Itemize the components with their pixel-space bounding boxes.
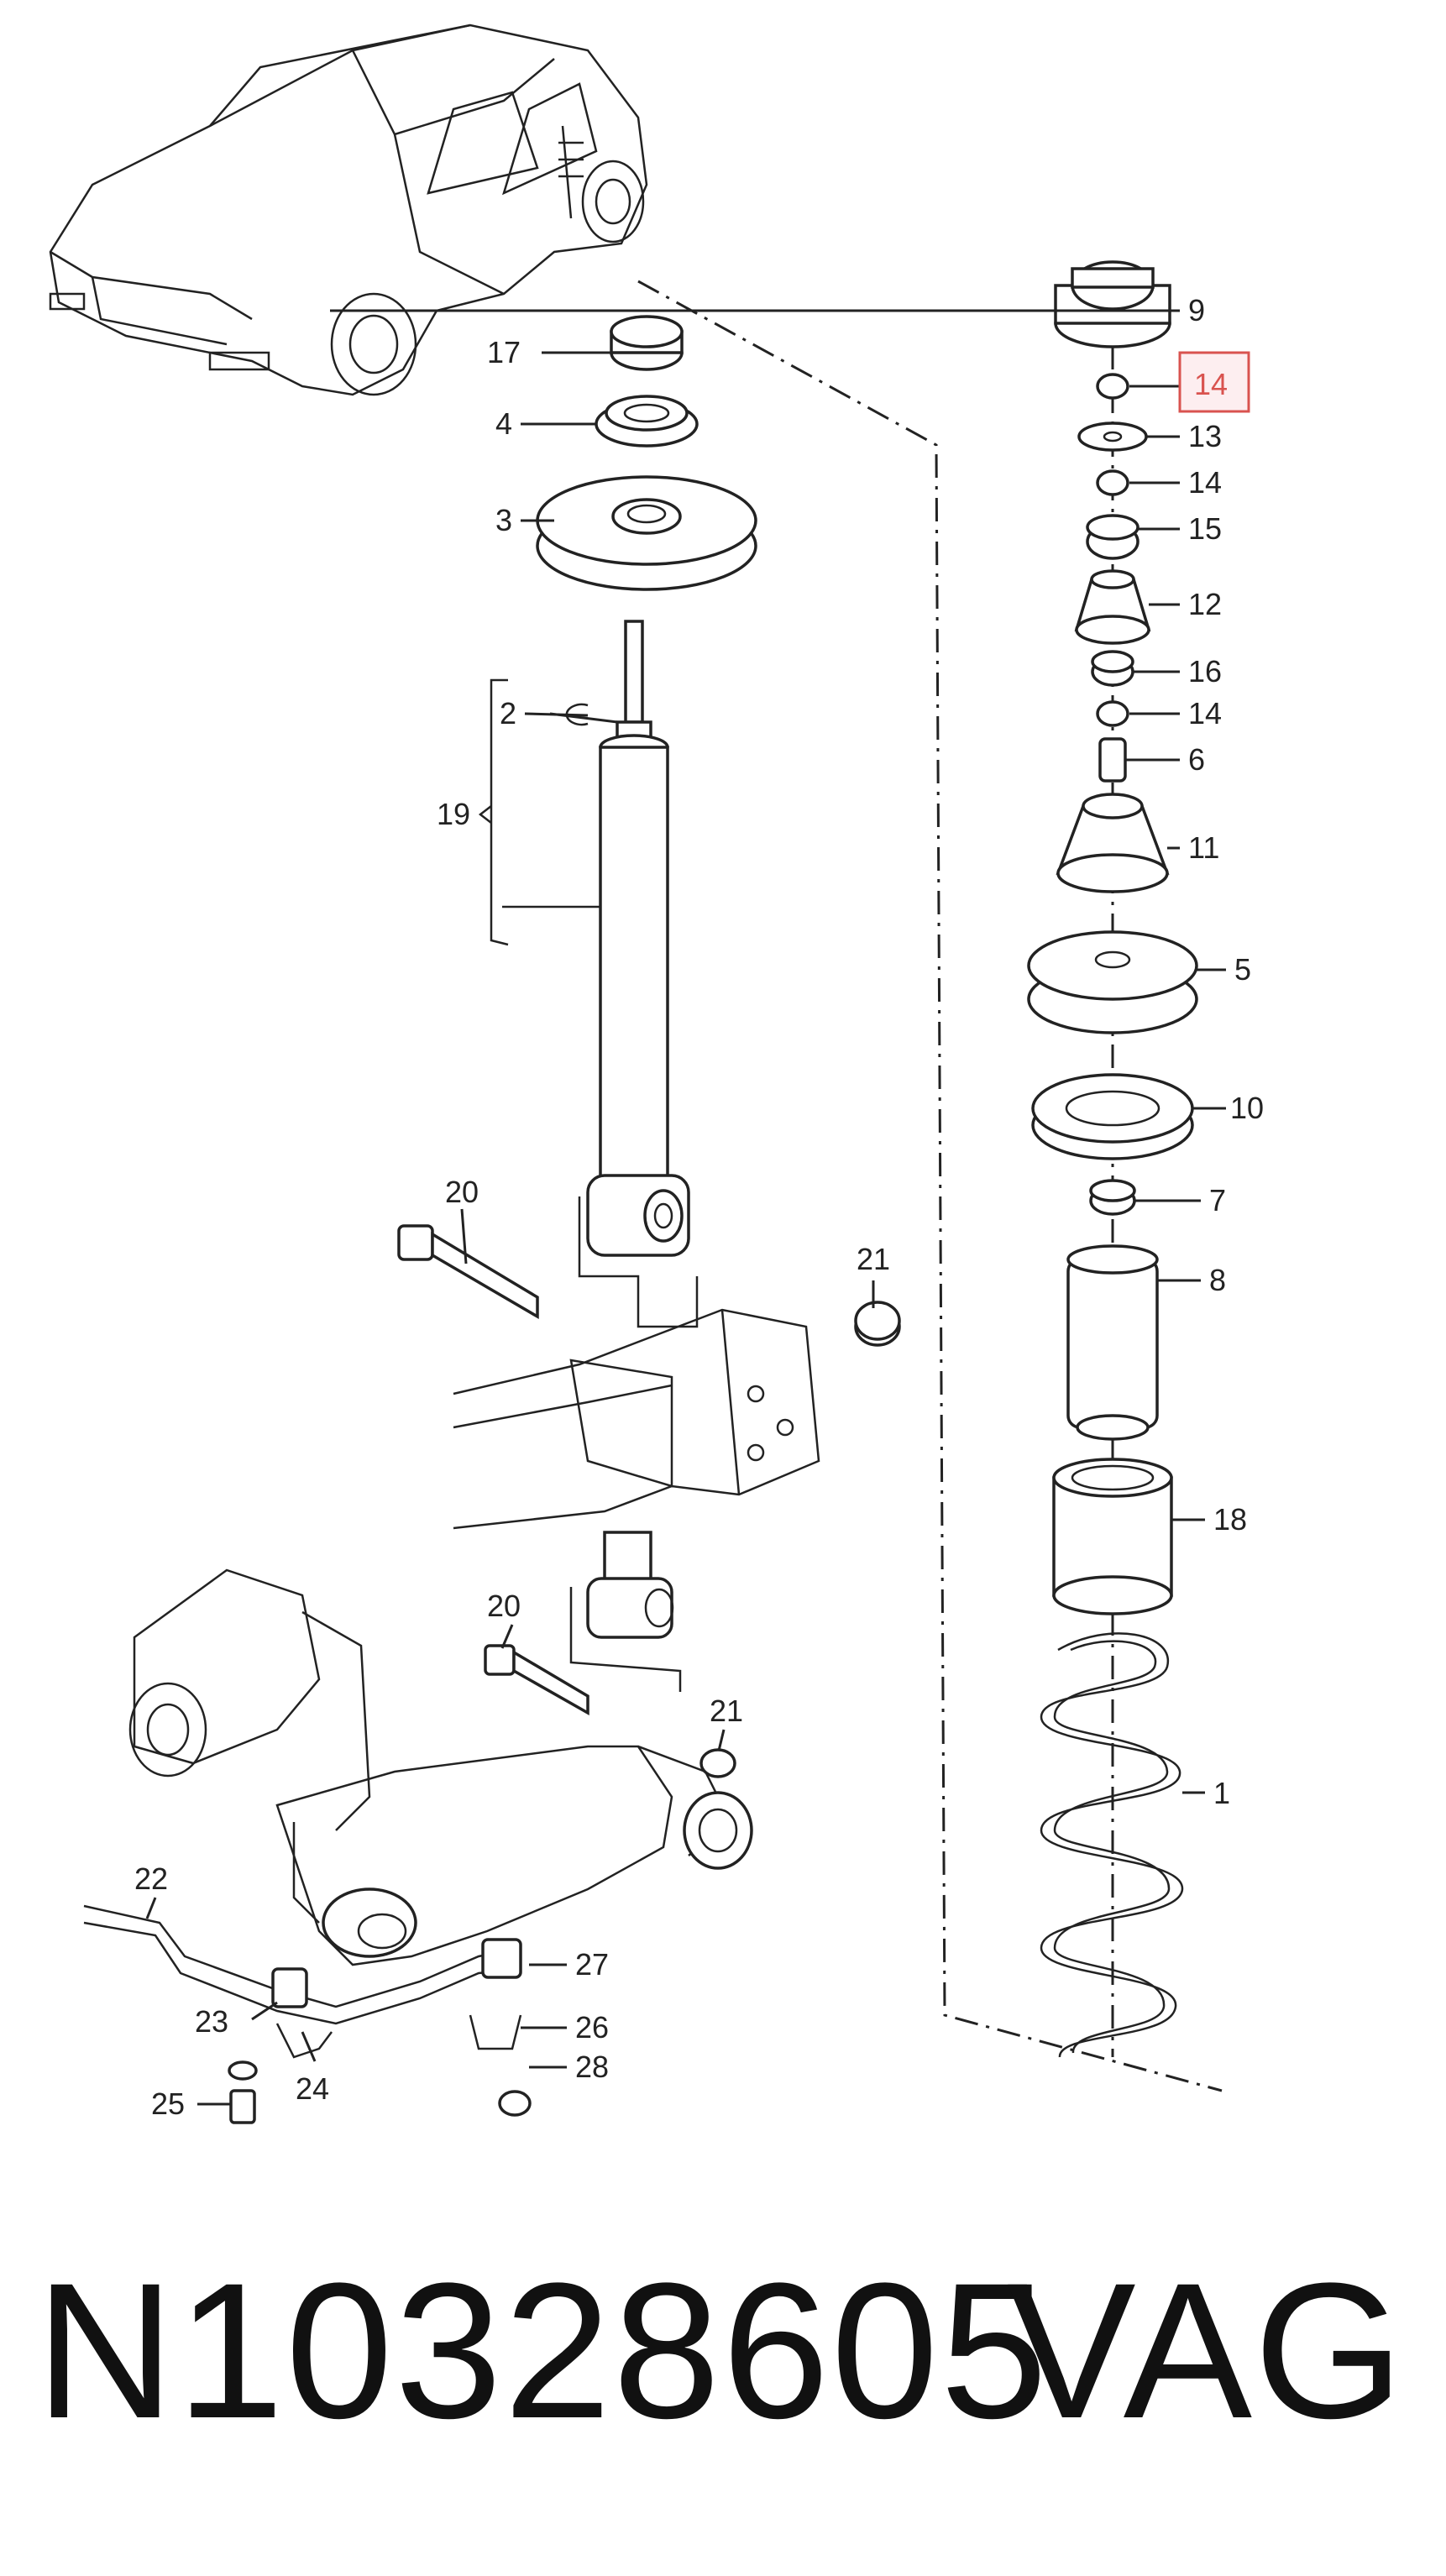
strut-mount-3 [536,475,757,591]
callout-28: 28 [575,2050,609,2084]
brand-label: VAG [1007,2243,1406,2458]
dust-cap-9 [1054,260,1171,348]
callout-20-lower: 20 [487,1589,521,1623]
callout-21-lower: 21 [710,1694,743,1728]
bushing-7 [1089,1179,1136,1216]
callout-5: 5 [1234,952,1251,987]
callout-12: 12 [1188,587,1222,621]
callout-16: 16 [1188,654,1222,689]
callout-25: 25 [151,2086,185,2121]
strut-bearing-4 [595,395,699,448]
callout-4: 4 [495,406,512,441]
callout-labels: 1 2 3 4 5 6 7 8 9 10 11 12 13 14 14 14 1… [134,293,1264,2121]
callout-3: 3 [495,503,512,537]
highlight-box [1178,351,1250,413]
shock-absorber [586,620,690,1257]
callout-14-lower: 14 [1188,696,1222,730]
callout-23: 23 [195,2004,228,2039]
rear-axle-beam [453,1196,820,1530]
callout-17: 17 [487,335,521,369]
callout-19: 19 [437,797,470,831]
callout-2: 2 [500,696,516,730]
callout-6: 6 [1188,742,1205,777]
center-strut-assembly [397,280,1223,2092]
callout-24: 24 [296,2071,329,2106]
callout-8: 8 [1209,1263,1226,1297]
part-number-label: N10328605 [35,2243,1050,2458]
callout-14-middle: 14 [1188,465,1222,500]
callout-13: 13 [1188,419,1222,453]
lower-arm-assembly [83,1531,753,2124]
callout-20-upper: 20 [445,1175,479,1209]
callout-15: 15 [1188,511,1222,546]
bump-buffer-8 [1066,1244,1159,1441]
bushing-15 [1086,514,1140,560]
callout-26: 26 [575,2010,609,2045]
bushing-16 [1091,650,1134,687]
coil-spring-1 [1040,1632,1184,2058]
protective-boot-18 [1052,1458,1173,1615]
callout-21-upper: 21 [857,1242,890,1276]
shock-absorber-bracket-19 [478,678,613,946]
exploded-parts-diagram: 1 2 3 4 5 6 7 8 9 10 11 12 13 14 14 14 1… [49,24,1264,2124]
spring-pad-10 [1031,1073,1194,1160]
callout-7: 7 [1209,1183,1226,1217]
washer-13 [1077,421,1148,452]
callout-1: 1 [1213,1776,1230,1810]
nut-14-top [1096,373,1129,400]
callout-9: 9 [1188,293,1205,327]
callout-27: 27 [575,1947,609,1982]
buffer-12 [1074,569,1151,645]
nut-21-upper [854,1301,901,1347]
car-illustration [49,24,648,396]
sleeve-6 [1098,737,1127,783]
callout-22: 22 [134,1861,168,1896]
nut-14-middle [1096,469,1129,496]
strut-top-nut-17 [610,315,684,371]
callout-11: 11 [1188,830,1219,865]
callout-10: 10 [1230,1091,1264,1125]
bump-stop-11 [1056,793,1170,893]
nut-14-lower [1096,700,1129,727]
leader-lines [145,309,1226,2106]
spring-strut-stack [1027,260,1198,2058]
bolt-20-upper [397,1224,539,1320]
spring-plate-5 [1027,930,1198,1034]
callout-14-highlighted: 14 [1194,367,1228,401]
callout-18: 18 [1213,1502,1247,1537]
